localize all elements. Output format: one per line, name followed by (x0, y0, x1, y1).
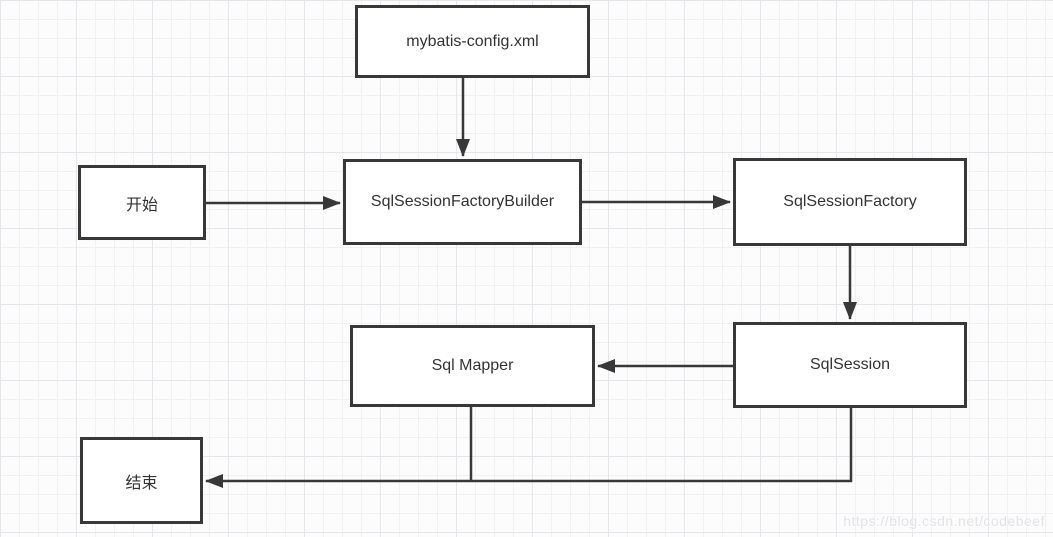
node-label: SqlSessionFactory (783, 193, 917, 210)
node-sqlsessionfactorybuilder: SqlSessionFactoryBuilder (343, 159, 582, 245)
node-label: mybatis-config.xml (406, 32, 539, 50)
node-end: 结束 (80, 437, 203, 524)
node-sqlsession: SqlSession (733, 322, 967, 408)
node-label: 开始 (125, 196, 158, 214)
node-label: SqlSessionFactoryBuilder (370, 193, 555, 210)
node-start: 开始 (78, 165, 206, 240)
node-sqlsessionfactory: SqlSessionFactory (733, 158, 967, 246)
node-label: SqlSession (809, 356, 891, 373)
watermark-text: https://blog.csdn.net/codebeef (843, 513, 1045, 529)
node-label: Sql Mapper (431, 357, 514, 374)
node-sql-mapper: Sql Mapper (350, 325, 595, 407)
node-label: 结束 (125, 474, 158, 492)
arrow-session-to-end (205, 408, 853, 488)
node-mybatis-config-xml: mybatis-config.xml (355, 5, 590, 78)
